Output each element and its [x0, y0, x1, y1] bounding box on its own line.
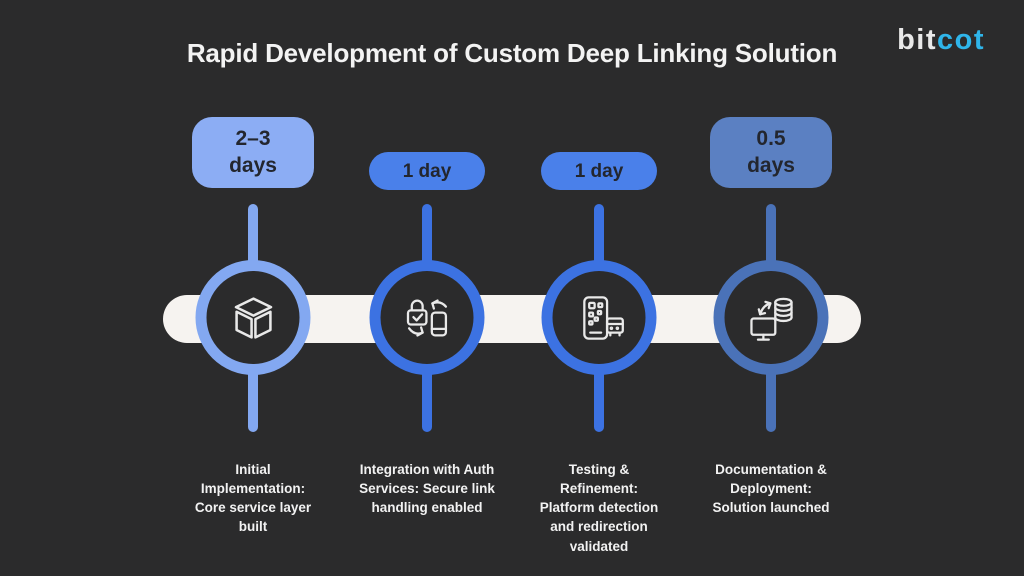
duration-badge: 1 day — [541, 152, 657, 190]
deploy-database-icon — [745, 292, 797, 344]
logo-text-accent: cot — [937, 24, 985, 56]
connector-stem-bottom — [422, 368, 432, 432]
milestone-initial-implementation: 2–3 days Initial Implementation: Core se… — [163, 0, 343, 576]
milestone-testing-refinement: 1 day — [509, 0, 689, 576]
auth-sync-icon — [401, 292, 453, 344]
connector-stem-top — [594, 204, 604, 270]
milestone-label: Documentation & Deployment: Solution lau… — [712, 462, 830, 516]
connector-stem-top — [422, 204, 432, 270]
page-title: Rapid Development of Custom Deep Linking… — [186, 38, 838, 68]
milestone-node — [713, 260, 829, 375]
cube-icon — [224, 289, 282, 347]
milestone-auth-integration: 1 day Integration with Auth Services: Se… — [337, 0, 517, 576]
duration-badge: 0.5 days — [710, 117, 832, 188]
logo-text-primary: bit — [897, 24, 937, 56]
duration-badge: 1 day — [369, 152, 485, 190]
bitcot-logo: bitcot — [897, 24, 985, 57]
connector-stem-top — [248, 204, 258, 270]
connector-stem-top — [766, 204, 776, 270]
milestone-label: Initial Implementation: Core service lay… — [194, 462, 312, 535]
milestone-node — [195, 260, 311, 375]
connector-stem-bottom — [248, 368, 258, 432]
milestone-label: Testing & Refinement: Platform detection… — [539, 462, 659, 554]
milestone-label: Integration with Auth Services: Secure l… — [359, 462, 495, 516]
connector-stem-bottom — [766, 368, 776, 432]
device-testing-icon — [573, 292, 625, 344]
milestone-documentation-deployment: 0.5 days Documentation & Deploymen — [681, 0, 861, 576]
connector-stem-bottom — [594, 368, 604, 432]
duration-badge: 2–3 days — [192, 117, 314, 188]
milestone-node — [541, 260, 657, 375]
milestone-node — [369, 260, 485, 375]
